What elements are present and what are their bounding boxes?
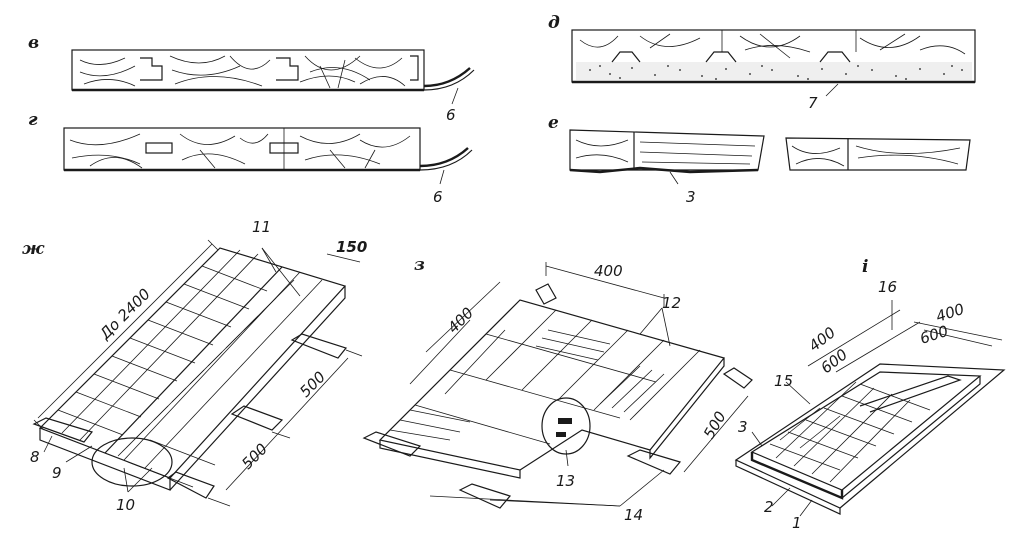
joist-z-4 [722, 367, 753, 389]
callout-6-g: 6 [433, 188, 443, 206]
joist-zh-2 [230, 405, 284, 431]
detail-circle-z [541, 397, 591, 455]
panel-label-v: в [28, 33, 39, 53]
board-g-key-1 [145, 142, 173, 154]
board-v-joint-1 [140, 57, 163, 81]
callout-12: 12 [662, 294, 681, 312]
callout-13: 13 [556, 472, 575, 490]
callout-1: 1 [792, 514, 802, 532]
callout-6-v: 6 [446, 106, 456, 124]
panel-i-base [734, 363, 1006, 509]
joist-zh-3 [166, 471, 215, 499]
panel-g-drawing [63, 127, 473, 185]
strip-v [423, 67, 471, 88]
board-g-outline [63, 127, 421, 171]
panel-z-drawing [362, 262, 753, 509]
board-e-right [785, 137, 971, 171]
callout-11: 11 [252, 218, 271, 236]
dim-zh-length: До 2400 [95, 285, 154, 344]
callout-15: 15 [774, 372, 793, 390]
dim-i-c: 400 [934, 300, 967, 326]
board-v-joint-3 [410, 55, 419, 81]
dim-i-d: 600 [918, 322, 951, 348]
panel-v-drawing [71, 49, 475, 105]
joist-z-3 [626, 449, 682, 475]
board-zh-top [38, 247, 347, 479]
board-d-stipple [589, 65, 963, 80]
panel-label-d: д [548, 13, 560, 33]
joist-z-5 [535, 283, 557, 305]
panel-z-pattern [389, 299, 701, 445]
joist-z-1 [362, 431, 422, 457]
panel-d-drawing [571, 29, 976, 97]
dim-z-right: 500 [700, 408, 730, 442]
callout-9: 9 [52, 464, 62, 482]
board-v-outline [71, 49, 425, 91]
callout-14: 14 [624, 506, 643, 524]
panel-label-z: з [414, 255, 425, 275]
detail-circle-zh [91, 437, 173, 487]
board-d-base-layer [576, 62, 972, 80]
panel-label-e: е [548, 113, 559, 133]
board-d-joint-3 [819, 51, 851, 63]
callout-3-e: 3 [686, 188, 696, 206]
dim-zh-span1: 500 [296, 368, 329, 401]
callout-10: 10 [116, 496, 135, 514]
strip-g [419, 147, 469, 168]
panel-label-g: г [28, 110, 38, 130]
callout-2: 2 [764, 498, 774, 516]
callout-8: 8 [30, 448, 40, 466]
dim-zh-width: 150 [336, 238, 367, 256]
callout-3-i: 3 [738, 418, 748, 436]
panel-label-i: i [862, 257, 868, 277]
joist-zh-1 [290, 333, 348, 359]
dim-zh-span2: 500 [238, 440, 271, 473]
board-d-joint-2 [705, 51, 737, 63]
board-g-grain [69, 133, 411, 169]
joist-z-2 [458, 483, 512, 509]
board-v-grain [79, 55, 406, 89]
panel-i-cover [859, 375, 962, 413]
board-d-grain [579, 33, 966, 59]
board-d-joint-1 [611, 51, 641, 63]
dim-z-top: 400 [594, 262, 623, 280]
callout-7: 7 [808, 94, 818, 112]
panel-i-pattern [769, 381, 931, 483]
panel-e-drawing [569, 129, 971, 185]
joist-zh-4 [32, 417, 94, 443]
panel-i-drawing [734, 300, 1006, 517]
panel-z-top [378, 299, 726, 471]
panel-label-zh: ж [22, 239, 45, 259]
board-v-joint-2 [276, 57, 299, 81]
board-zh-pattern [57, 249, 323, 488]
panel-zh-drawing [32, 239, 363, 507]
callout-16: 16 [878, 278, 897, 296]
board-e-grain [575, 139, 961, 167]
